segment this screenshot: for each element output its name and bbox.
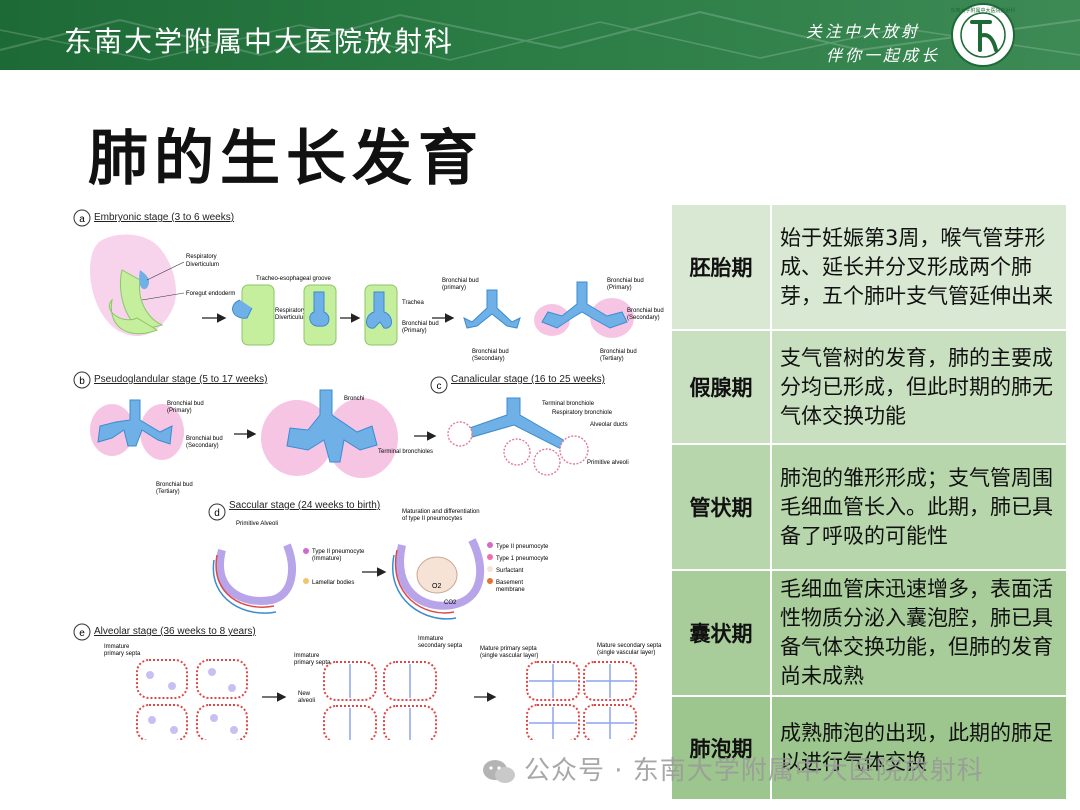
- svg-text:Alveolar ducts: Alveolar ducts: [590, 422, 628, 428]
- institution-name: 东南大学附属中大医院放射科: [64, 25, 455, 58]
- panel-d: d Saccular stage (24 weeks to birth) Pri…: [208, 500, 549, 620]
- svg-text:Immature: Immature: [294, 653, 320, 659]
- svg-text:Mature primary septa: Mature primary septa: [480, 646, 537, 652]
- svg-text:Bronchial bud: Bronchial bud: [442, 278, 479, 284]
- svg-text:Lamellar bodies: Lamellar bodies: [312, 580, 354, 586]
- table-row: 胚胎期 始于妊娠第3周，喉气管芽形成、延长并分叉形成两个肺芽，五个肺叶支气管延伸…: [672, 205, 1066, 331]
- svg-text:Trachea: Trachea: [402, 300, 424, 306]
- svg-text:Respiratory bronchiole: Respiratory bronchiole: [552, 410, 613, 416]
- stage-name: 囊状期: [672, 571, 772, 695]
- svg-text:Basement: Basement: [496, 580, 523, 586]
- stage-name: 管状期: [672, 445, 772, 569]
- table-row: 肺泡期 成熟肺泡的出现，此期的肺足以进行气体交换: [672, 697, 1066, 801]
- svg-text:New: New: [298, 691, 311, 697]
- svg-text:Terminal bronchiole: Terminal bronchiole: [542, 401, 595, 407]
- svg-text:Bronchial bud: Bronchial bud: [402, 321, 439, 327]
- svg-text:primary septa: primary septa: [104, 651, 141, 657]
- stage-name: 胚胎期: [672, 205, 772, 329]
- svg-text:(primary): (primary): [442, 285, 466, 291]
- svg-text:Type II pneumocyte: Type II pneumocyte: [496, 544, 549, 550]
- svg-text:(Primary): (Primary): [167, 408, 192, 414]
- svg-text:Bronchial bud: Bronchial bud: [472, 349, 509, 355]
- table-row: 囊状期 毛细血管床迅速增多，表面活性物质分泌入囊泡腔，肺已具备气体交换功能，但肺…: [672, 571, 1066, 697]
- panel-c-letter: c: [437, 381, 442, 392]
- svg-text:Respiratory: Respiratory: [275, 308, 306, 314]
- svg-text:(Primary): (Primary): [607, 285, 632, 291]
- panel-d-title: Saccular stage (24 weeks to birth): [229, 500, 380, 511]
- hospital-logo: 东南大学附属中大医院放射科: [950, 3, 1016, 67]
- svg-text:Immature: Immature: [418, 636, 444, 642]
- svg-text:(Secondary): (Secondary): [472, 356, 505, 362]
- svg-text:(Secondary): (Secondary): [186, 443, 219, 449]
- svg-text:(Secondary): (Secondary): [627, 315, 660, 321]
- svg-text:Type II pneumocyte: Type II pneumocyte: [312, 549, 365, 555]
- logo-ring-text: 东南大学附属中大医院放射科: [950, 7, 1015, 14]
- svg-text:Diverticulum: Diverticulum: [275, 315, 308, 321]
- panel-b-letter: b: [79, 376, 85, 387]
- panel-e-letter: e: [79, 628, 85, 639]
- svg-text:CO2: CO2: [444, 600, 457, 606]
- svg-text:(Tertiary): (Tertiary): [156, 489, 180, 495]
- svg-text:alveoli: alveoli: [298, 698, 315, 704]
- svg-text:(single vascular layer): (single vascular layer): [597, 650, 655, 656]
- slogan-line-2: 伴你一起成长: [826, 46, 941, 65]
- svg-text:Respiratory: Respiratory: [186, 254, 217, 260]
- svg-text:Primitive Alveoli: Primitive Alveoli: [236, 521, 278, 527]
- svg-text:membrane: membrane: [496, 587, 525, 593]
- svg-text:Diverticulum: Diverticulum: [186, 262, 219, 268]
- svg-text:Bronchial bud: Bronchial bud: [627, 308, 664, 314]
- svg-text:Type 1 pneumocyte: Type 1 pneumocyte: [496, 556, 549, 562]
- svg-text:Bronchial bud: Bronchial bud: [167, 401, 204, 407]
- panel-a: a Embryonic stage (3 to 6 weeks) Respira…: [73, 209, 664, 362]
- stage-description: 成熟肺泡的出现，此期的肺足以进行气体交换: [780, 721, 1053, 774]
- panel-b: b Pseudoglandular stage (5 to 17 weeks) …: [73, 371, 433, 495]
- svg-text:Surfactant: Surfactant: [496, 568, 524, 574]
- watermark: 公众号 · 东南大学附属中大医院放射科: [482, 750, 984, 787]
- panel-a-letter: a: [79, 214, 85, 225]
- svg-text:Tracheo-esophageal groove: Tracheo-esophageal groove: [256, 276, 331, 282]
- panel-b-title: Pseudoglandular stage (5 to 17 weeks): [94, 374, 267, 385]
- panel-e: e Alveolar stage (36 weeks to 8 years) I…: [73, 623, 662, 740]
- svg-text:Bronchi: Bronchi: [344, 396, 364, 402]
- svg-text:secondary septa: secondary septa: [418, 643, 463, 649]
- stage-name: 假腺期: [672, 331, 772, 443]
- stage-description: 肺泡的雏形形成；支气管周围毛细血管长入。此期，肺已具备了呼吸的可能性: [780, 465, 1053, 548]
- lung-development-figure: a Embryonic stage (3 to 6 weeks) Respira…: [73, 209, 664, 740]
- panel-c: c Canalicular stage (16 to 25 weeks) Ter…: [414, 374, 629, 476]
- stage-name: 肺泡期: [672, 697, 772, 799]
- stage-description: 毛细血管床迅速增多，表面活性物质分泌入囊泡腔，肺已具备气体交换功能，但肺的发育尚…: [780, 577, 1053, 688]
- svg-text:Immature: Immature: [104, 644, 130, 650]
- svg-text:(Tertiary): (Tertiary): [600, 356, 624, 362]
- svg-text:Primitive alveoli: Primitive alveoli: [587, 460, 629, 466]
- svg-text:Bronchial bud: Bronchial bud: [607, 278, 644, 284]
- header-banner: 东南大学附属中大医院放射科 关注中大放射 伴你一起成长 东南大学附属中大医院放射…: [0, 0, 1080, 70]
- panel-d-letter: d: [214, 508, 220, 519]
- svg-text:Maturation and differentiation: Maturation and differentiation: [402, 509, 480, 515]
- svg-text:of type II pneumocytes: of type II pneumocytes: [402, 516, 462, 522]
- svg-text:(single vascular layer): (single vascular layer): [480, 653, 538, 659]
- svg-text:Bronchial bud: Bronchial bud: [156, 482, 193, 488]
- svg-text:O2: O2: [432, 583, 441, 590]
- stage-description: 始于妊娠第3周，喉气管芽形成、延长并分叉形成两个肺芽，五个肺叶支气管延伸出来: [780, 225, 1053, 308]
- panel-a-title: Embryonic stage (3 to 6 weeks): [94, 212, 234, 223]
- svg-text:Mature secondary septa: Mature secondary septa: [597, 643, 662, 649]
- page-title: 肺的生长发育: [88, 124, 484, 194]
- svg-text:Bronchial bud: Bronchial bud: [600, 349, 637, 355]
- stages-table: 胚胎期 始于妊娠第3周，喉气管芽形成、延长并分叉形成两个肺芽，五个肺叶支气管延伸…: [672, 205, 1066, 801]
- svg-text:Bronchial bud: Bronchial bud: [186, 436, 223, 442]
- svg-text:primary septa: primary septa: [294, 660, 331, 666]
- svg-text:Foregut endoderm: Foregut endoderm: [186, 291, 235, 297]
- svg-text:Terminal bronchioles: Terminal bronchioles: [378, 449, 433, 455]
- table-row: 管状期 肺泡的雏形形成；支气管周围毛细血管长入。此期，肺已具备了呼吸的可能性: [672, 445, 1066, 571]
- watermark-text: 公众号 · 东南大学附属中大医院放射科: [524, 756, 984, 786]
- panel-c-title: Canalicular stage (16 to 25 weeks): [451, 374, 605, 385]
- slogan-line-1: 关注中大放射: [806, 22, 921, 41]
- stage-description: 支气管树的发育，肺的主要成分均已形成，但此时期的肺无气体交换功能: [780, 345, 1053, 428]
- svg-text:(Immature): (Immature): [312, 556, 341, 562]
- wechat-icon: [483, 759, 515, 783]
- svg-text:(Primary): (Primary): [402, 328, 427, 334]
- header-pattern: [0, 10, 1080, 61]
- table-row: 假腺期 支气管树的发育，肺的主要成分均已形成，但此时期的肺无气体交换功能: [672, 331, 1066, 445]
- panel-e-title: Alveolar stage (36 weeks to 8 years): [94, 626, 256, 637]
